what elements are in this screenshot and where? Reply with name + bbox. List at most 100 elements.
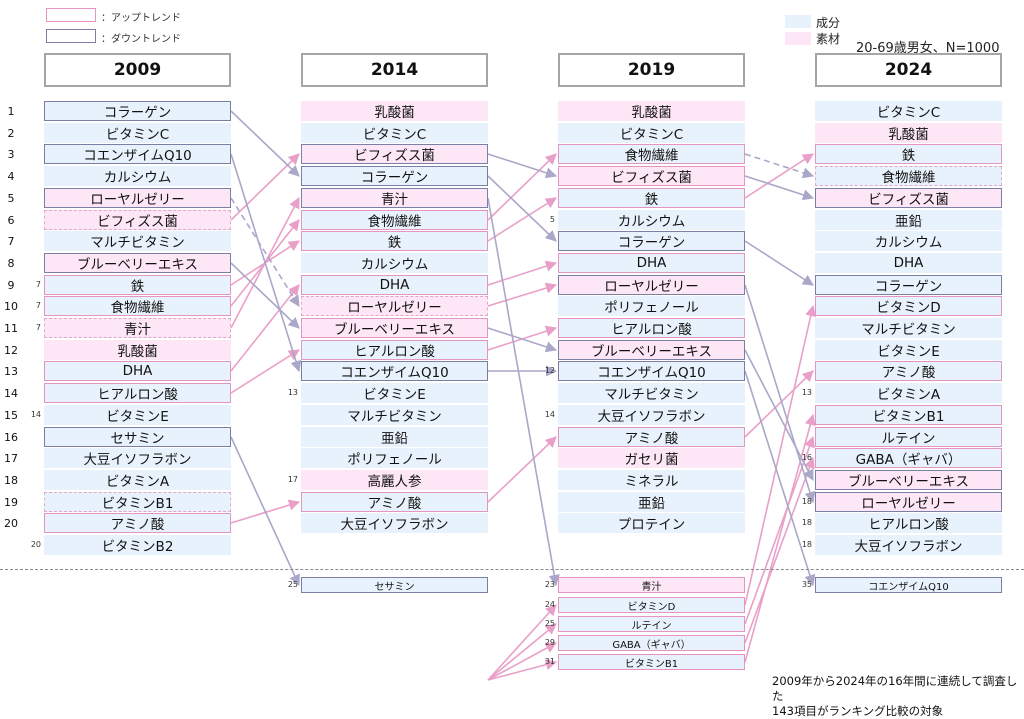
previous-rank-marker: 25: [287, 580, 298, 589]
trend-arrow: [744, 153, 815, 179]
ranking-item-label: コラーゲン: [103, 105, 172, 121]
ranking-item: GABA（ギャバ）: [558, 635, 745, 651]
ranking-item: ヒアルロン酸: [44, 383, 231, 403]
ranking-item: 青汁: [301, 188, 488, 208]
trend-arrow: [744, 240, 814, 286]
trend-arrow: [487, 153, 557, 221]
ranking-item: 亜鉛: [815, 210, 1002, 230]
ranking-item: ヒアルロン酸: [301, 340, 488, 360]
rank-number: 17: [4, 452, 18, 466]
ranking-item: コラーゲン: [44, 101, 231, 121]
ranking-cutoff-divider: [0, 569, 1024, 570]
trend-arrow: [487, 436, 557, 503]
ranking-item-label: ポリフェノール: [347, 452, 442, 468]
previous-rank-marker: 35: [801, 580, 812, 589]
previous-rank-marker: 17: [287, 475, 298, 484]
ranking-item: 食物繊維: [301, 210, 488, 230]
ranking-item-label: ビタミンE: [877, 344, 940, 360]
previous-rank-marker: 12: [544, 366, 555, 375]
ranking-item: 乳酸菌: [558, 101, 745, 121]
ranking-item: ブルーベリーエキス: [558, 340, 745, 360]
previous-rank-marker: 14: [30, 410, 41, 419]
rank-number: 6: [7, 213, 15, 227]
ranking-item-label: ビタミンA: [105, 474, 170, 490]
year-header-2009: 2009: [44, 53, 231, 87]
trend-arrow: [230, 153, 302, 373]
ranking-item-label: コエンザイムQ10: [83, 148, 192, 164]
ranking-item: ビタミンC: [815, 101, 1002, 121]
ranking-item: マルチビタミン: [558, 383, 745, 403]
ranking-item-label: アミノ酸: [110, 517, 165, 533]
ranking-item: 青汁: [44, 318, 231, 338]
ranking-item-label: ヒアルロン酸: [611, 322, 692, 338]
rank-number: 16: [4, 430, 18, 444]
ranking-item-label: マルチビタミン: [90, 235, 185, 251]
ingredient-label: 成分: [816, 16, 841, 30]
ranking-item-label: セサミン: [110, 431, 165, 447]
ranking-item: ビフィズス菌: [815, 188, 1002, 208]
ranking-item: ビタミンD: [815, 296, 1002, 316]
previous-rank-marker: 7: [35, 301, 41, 310]
ranking-item: ローヤルゼリー: [44, 188, 231, 208]
material-label: 素材: [816, 32, 841, 46]
ranking-item-label: コラーゲン: [617, 235, 686, 251]
ranking-item: 鉄: [44, 275, 231, 295]
ranking-item: 鉄: [558, 188, 745, 208]
ranking-item-label: ヒアルロン酸: [354, 344, 435, 360]
ranking-item-label: セサミン: [374, 581, 415, 593]
ranking-item: 亜鉛: [558, 492, 745, 512]
ranking-item-label: DHA: [636, 255, 667, 271]
legend-up-swatch: [46, 8, 96, 22]
ranking-item-label: コエンザイムQ10: [597, 365, 706, 381]
ranking-item: ビフィズス菌: [558, 166, 745, 186]
ranking-item: 大豆イソフラボン: [558, 405, 745, 425]
ranking-item-label: ビタミンB1: [872, 409, 945, 425]
trend-arrow: [230, 349, 300, 394]
legend-down-swatch: [46, 29, 96, 43]
sample-description: 20-69歳男女、N=1000: [856, 41, 1000, 56]
ranking-item-label: GABA（ギャバ）: [855, 452, 962, 468]
previous-rank-marker: 18: [801, 518, 812, 527]
ranking-item-label: ビタミンC: [876, 105, 941, 121]
ranking-item-label: ビフィズス菌: [97, 214, 178, 230]
rank-number: 9: [7, 278, 15, 292]
ranking-item: DHA: [815, 253, 1002, 273]
previous-rank-marker: 25: [544, 619, 555, 628]
ranking-item-label: DHA: [122, 363, 153, 379]
trend-arrow: [487, 623, 557, 681]
ranking-item: ポリフェノール: [558, 296, 745, 316]
year-header-2024: 2024: [815, 53, 1002, 87]
ranking-item: ガセリ菌: [558, 448, 745, 468]
ranking-item-label: 鉄: [901, 148, 916, 164]
year-header-2019: 2019: [558, 53, 745, 87]
ranking-item: ポリフェノール: [301, 448, 488, 468]
ranking-item: ビタミンB1: [815, 405, 1002, 425]
ranking-item-label: 青汁: [124, 322, 151, 338]
ranking-item-label: ローヤルゼリー: [347, 300, 442, 316]
ranking-item-label: ローヤルゼリー: [861, 496, 956, 512]
ranking-item: ルテイン: [558, 616, 745, 632]
rank-number: 1: [7, 105, 15, 118]
ranking-item-label: ビタミンC: [362, 127, 427, 143]
trend-arrow: [230, 240, 300, 286]
rank-number: 11: [4, 322, 18, 335]
previous-rank-marker: 24: [544, 600, 555, 609]
previous-rank-marker: 29: [544, 638, 555, 647]
ranking-item: 大豆イソフラボン: [44, 448, 231, 468]
ranking-item: カルシウム: [558, 210, 745, 230]
ranking-item-label: ビフィズス菌: [868, 192, 949, 208]
ranking-item-label: 大豆イソフラボン: [854, 539, 963, 555]
ranking-item: 大豆イソフラボン: [301, 513, 488, 533]
ranking-item-label: アミノ酸: [624, 431, 679, 447]
ranking-item: コエンザイムQ10: [815, 577, 1002, 593]
trend-arrow: [744, 435, 815, 625]
ranking-item: ビタミンE: [301, 383, 488, 403]
ranking-item: ローヤルゼリー: [301, 296, 488, 316]
ranking-item: 食物繊維: [558, 144, 745, 164]
previous-rank-marker: 20: [30, 540, 41, 549]
ranking-item-label: ガセリ菌: [624, 452, 679, 468]
ranking-item-label: 青汁: [381, 192, 408, 208]
footnote: 2009年から2024年の16年間に連続して調査した 143項目がランキング比較…: [772, 674, 1024, 719]
ranking-item-label: 食物繊維: [367, 214, 422, 230]
previous-rank-marker: 16: [801, 453, 812, 462]
